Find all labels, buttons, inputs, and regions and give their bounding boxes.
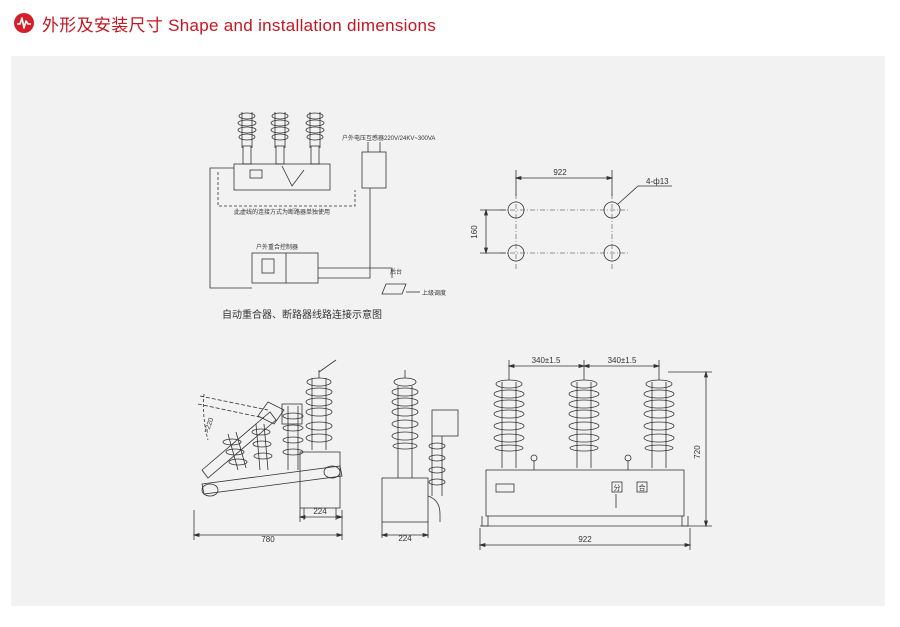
voltage-transformer (361, 151, 387, 189)
page-title: 外形及安装尺寸 Shape and installation dimension… (42, 15, 437, 35)
waveform-icon (14, 13, 34, 33)
dispatch-label: 上级调度 (422, 289, 446, 297)
wiring-caption: 自动重合器、断路器线路连接示意图 (222, 308, 382, 321)
wiring-diagram (209, 112, 420, 295)
pt-label: 户外电压互感器220V/24KV~300VA (342, 134, 435, 142)
side-width-base: 224 (313, 507, 327, 516)
breaker-tank (233, 163, 331, 191)
hole-spacing-height: 160 (470, 225, 479, 239)
front-height: 720 (693, 445, 702, 459)
phase-spacing-right: 340±1.5 (608, 356, 637, 365)
breaker-insulators (237, 112, 325, 165)
end-tank (381, 477, 429, 523)
front-view (478, 360, 712, 550)
phase-spacing-left: 340±1.5 (532, 356, 561, 365)
end-width: 224 (398, 534, 412, 543)
front-tank (485, 469, 685, 517)
angle-label: >220 (203, 417, 215, 434)
section-header: 外形及安装尺寸 Shape and installation dimension… (14, 10, 436, 36)
close-indicator (636, 481, 648, 493)
backstage-terminal (381, 283, 407, 295)
open-label: 分 (614, 483, 621, 492)
side-view (192, 359, 344, 540)
controller-label: 户外重合控制器 (256, 243, 298, 251)
hole-spacing-width: 922 (553, 168, 567, 177)
open-indicator (611, 481, 623, 493)
side-tank (299, 451, 341, 509)
backstage-label: 后台 (390, 268, 402, 276)
side-width-total: 780 (261, 535, 275, 544)
close-label: 合 (639, 483, 646, 492)
hole-count-diameter: 4-ф13 (646, 177, 669, 186)
mounting-hole-diagram (480, 170, 672, 269)
end-view (380, 370, 459, 538)
dashed-note: 此虚线的连接方式为断路器单独使用 (234, 208, 330, 216)
drawing-panel (11, 56, 885, 606)
front-width: 922 (578, 535, 592, 544)
